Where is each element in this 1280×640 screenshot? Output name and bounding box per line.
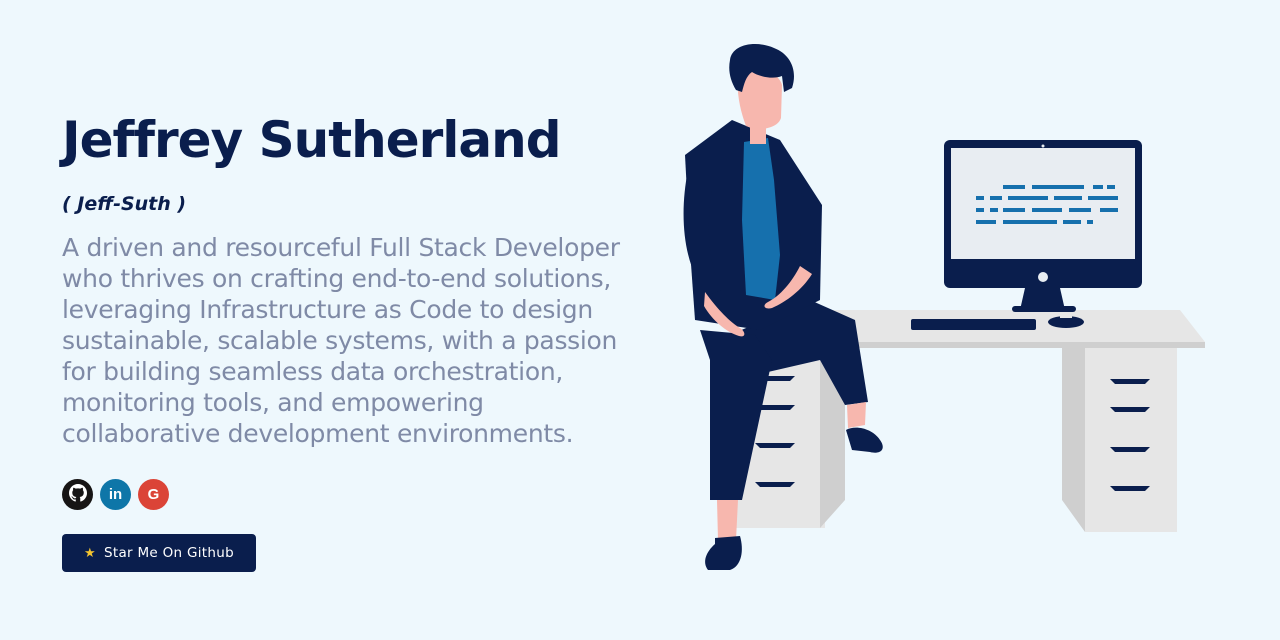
hero-section: Jeffrey Sutherland ( Jeff-Suth ) A drive…	[62, 108, 662, 572]
star-icon: ★	[84, 545, 96, 561]
linkedin-link[interactable]: in	[100, 479, 131, 510]
star-button-label: Star Me On Github	[103, 545, 234, 561]
google-link[interactable]: G	[138, 479, 169, 510]
developer-desk-illustration	[683, 44, 1205, 570]
hero-name: Jeffrey Sutherland	[62, 111, 562, 169]
linkedin-icon: in	[108, 486, 123, 503]
hero-bio: A driven and resourceful Full Stack Deve…	[62, 233, 620, 448]
github-icon	[68, 483, 87, 506]
social-links: in G	[62, 479, 662, 510]
star-on-github-button[interactable]: ★ Star Me On Github	[62, 534, 256, 572]
hero-handle: ( Jeff-Suth )	[62, 193, 187, 215]
google-icon: G	[147, 486, 160, 503]
github-link[interactable]	[62, 479, 93, 510]
